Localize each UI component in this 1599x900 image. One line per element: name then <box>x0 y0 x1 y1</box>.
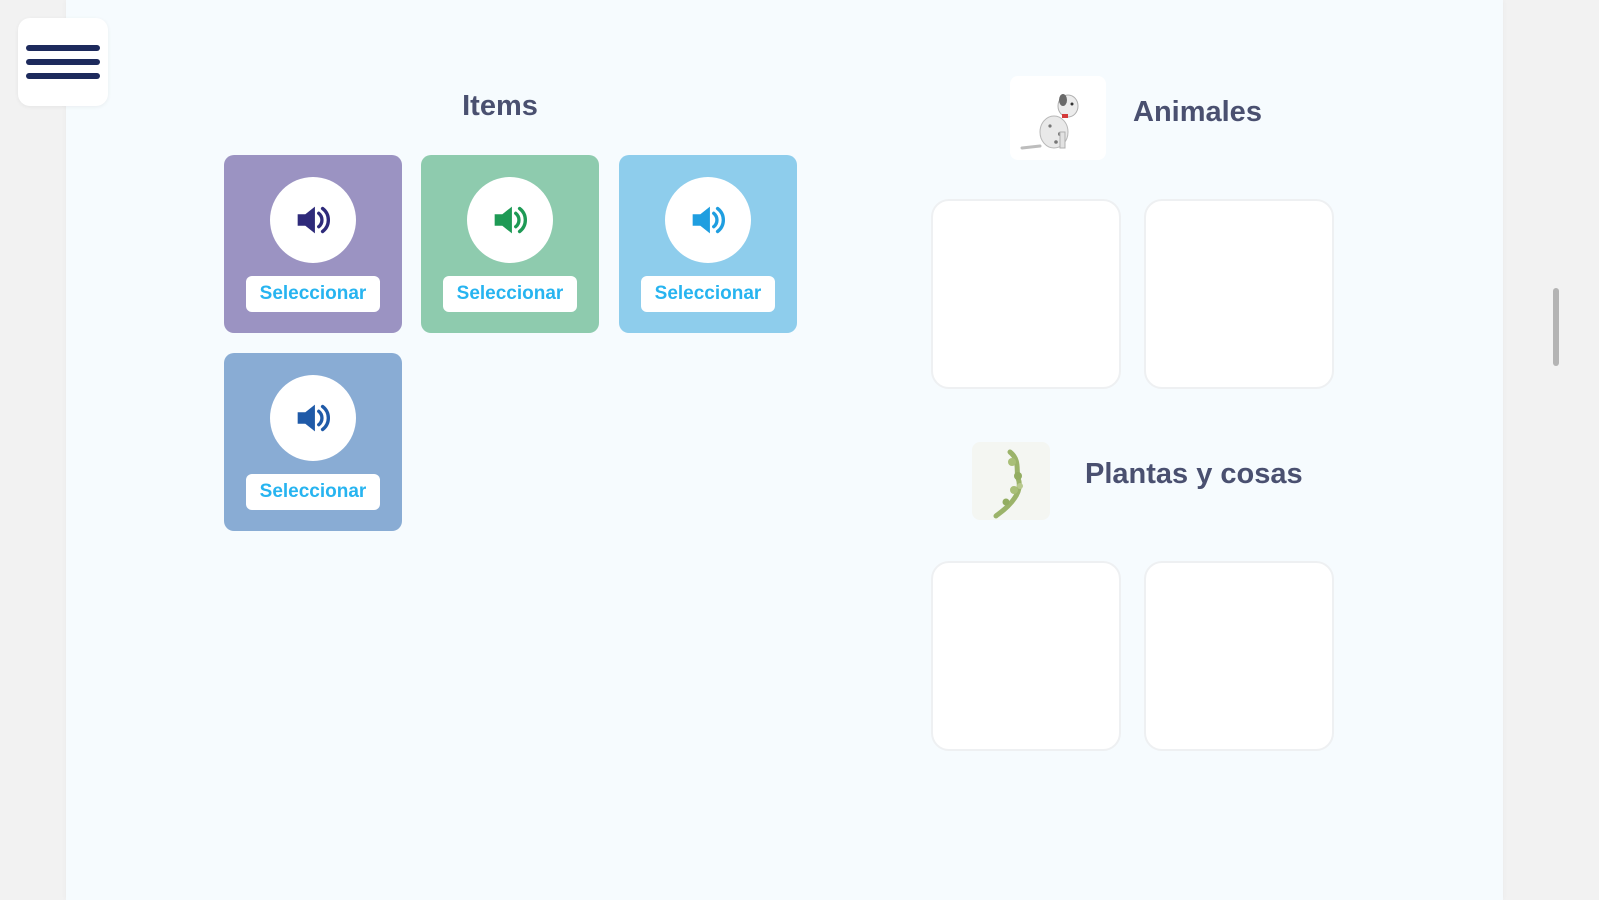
item-card-4[interactable]: Seleccionar <box>224 353 402 531</box>
item-card-1[interactable]: Seleccionar <box>224 155 402 333</box>
item-card-2[interactable]: Seleccionar <box>421 155 599 333</box>
dropzone-animales-1[interactable] <box>931 199 1121 389</box>
hamburger-menu-icon-bar <box>26 73 100 79</box>
plant-image <box>972 442 1050 520</box>
dog-icon <box>1020 94 1079 150</box>
item-card-3[interactable]: Seleccionar <box>619 155 797 333</box>
scrollbar-thumb[interactable] <box>1553 288 1559 366</box>
scrollbar[interactable] <box>1549 0 1563 900</box>
category-title-plantas: Plantas y cosas <box>1085 458 1303 490</box>
category-title-animales: Animales <box>1133 96 1262 128</box>
play-audio-button[interactable] <box>270 177 356 263</box>
speaker-icon <box>494 206 527 234</box>
speaker-icon <box>297 404 330 432</box>
play-audio-button[interactable] <box>467 177 553 263</box>
select-button[interactable]: Seleccionar <box>246 474 380 510</box>
speaker-icon <box>297 206 330 234</box>
hamburger-menu-icon-bar <box>26 59 100 65</box>
speaker-icon <box>692 206 725 234</box>
dropzone-plantas-2[interactable] <box>1144 561 1334 751</box>
select-button[interactable]: Seleccionar <box>246 276 380 312</box>
dropzone-plantas-1[interactable] <box>931 561 1121 751</box>
items-title: Items <box>462 90 538 122</box>
dropzone-animales-2[interactable] <box>1144 199 1334 389</box>
dalmatian-dog-image <box>1010 76 1106 160</box>
plant-icon <box>993 449 1023 519</box>
select-button[interactable]: Seleccionar <box>641 276 775 312</box>
play-audio-button[interactable] <box>270 375 356 461</box>
select-button[interactable]: Seleccionar <box>443 276 577 312</box>
hamburger-menu-icon <box>26 45 100 51</box>
menu-button[interactable] <box>18 18 108 106</box>
play-audio-button[interactable] <box>665 177 751 263</box>
